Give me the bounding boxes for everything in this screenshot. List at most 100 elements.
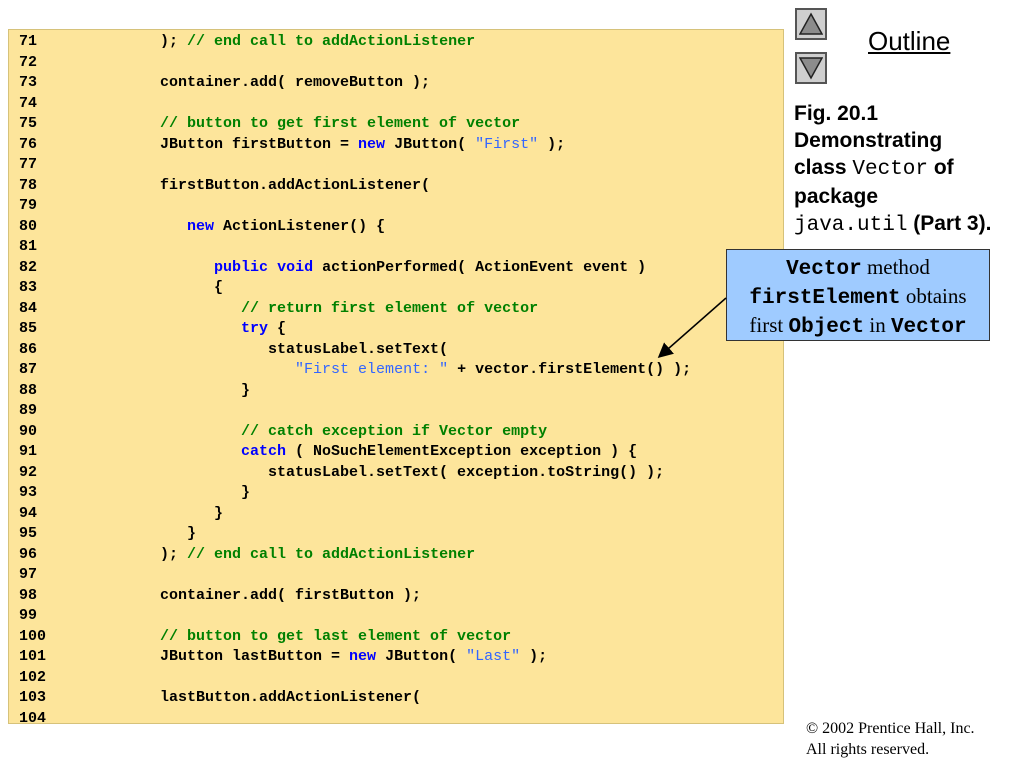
line-number: 95 bbox=[19, 525, 38, 542]
code-token-keyword: void bbox=[277, 258, 314, 276]
code-token-comment: // end call to addActionListener bbox=[187, 545, 476, 563]
code-token-comment: // button to get first element of vector bbox=[79, 115, 521, 132]
code-line: 83 { bbox=[9, 278, 783, 299]
line-number: 72 bbox=[19, 53, 38, 71]
line-number: 102 bbox=[19, 668, 47, 686]
code-token-plain bbox=[268, 259, 277, 276]
code-line: 76 JButton firstButton = new JButton( "F… bbox=[9, 135, 783, 156]
code-token-plain bbox=[79, 443, 241, 460]
code-token-plain: ); bbox=[79, 33, 188, 50]
code-line: 96 ); // end call to addActionListener bbox=[9, 545, 783, 566]
callout-line: firstElement obtains bbox=[727, 283, 989, 312]
code-token-keyword: try bbox=[241, 320, 269, 337]
code-token-plain: JButton firstButton = bbox=[79, 135, 359, 153]
triangle-up-icon bbox=[799, 12, 823, 35]
line-number: 99 bbox=[19, 607, 38, 624]
code-text: // button to get last element of vector bbox=[79, 627, 511, 648]
code-text: catch ( NoSuchElementException exception… bbox=[79, 442, 637, 463]
next-slide-button[interactable] bbox=[795, 52, 827, 84]
code-line: 80 new ActionListener() { bbox=[9, 217, 783, 238]
code-token-plain: } bbox=[79, 504, 224, 522]
code-line: 82 public void actionPerformed( ActionEv… bbox=[9, 258, 783, 279]
code-token-keyword: catch bbox=[241, 443, 287, 460]
code-line: 73 container.add( removeButton ); bbox=[9, 73, 783, 94]
line-number: 80 bbox=[19, 217, 38, 235]
code-token-comment: // catch exception if Vector empty bbox=[79, 422, 548, 440]
code-text: container.add( removeButton ); bbox=[79, 73, 430, 94]
code-token-plain: ActionListener() { bbox=[214, 217, 386, 235]
line-number: 86 bbox=[19, 340, 38, 358]
callout-line: Vector method bbox=[727, 254, 989, 283]
callout-code: Object bbox=[788, 316, 865, 339]
line-number: 81 bbox=[19, 238, 38, 255]
code-token-plain: ); bbox=[520, 648, 548, 665]
code-line: 81 bbox=[9, 237, 783, 258]
code-token-plain: JButton( bbox=[385, 135, 476, 153]
copyright-line: © 2002 Prentice Hall, Inc. bbox=[806, 720, 975, 737]
line-number: 78 bbox=[19, 176, 38, 194]
caption-line: package bbox=[794, 185, 879, 208]
code-token-keyword: public bbox=[214, 258, 269, 276]
callout-box: Vector method firstElement obtains first… bbox=[726, 249, 990, 341]
figure-caption: Fig. 20.1 Demonstrating class Vector of … bbox=[794, 100, 1019, 239]
code-text: public void actionPerformed( ActionEvent… bbox=[79, 258, 646, 279]
code-token-plain: { bbox=[268, 320, 287, 337]
caption-code: java.util bbox=[794, 214, 908, 237]
code-text: firstButton.addActionListener( bbox=[79, 176, 430, 197]
line-number: 73 bbox=[19, 74, 38, 91]
callout-text: first bbox=[749, 313, 789, 337]
code-line: 101 JButton lastButton = new JButton( "L… bbox=[9, 647, 783, 668]
code-text: JButton firstButton = new JButton( "Firs… bbox=[79, 135, 565, 156]
code-text: container.add( firstButton ); bbox=[79, 586, 421, 607]
code-line: 103 lastButton.addActionListener( bbox=[9, 688, 783, 709]
line-number: 84 bbox=[19, 299, 38, 317]
callout-code: Vector bbox=[890, 316, 967, 339]
code-line: 78 firstButton.addActionListener( bbox=[9, 176, 783, 197]
code-text: } bbox=[79, 483, 250, 504]
code-line: 85 try { bbox=[9, 319, 783, 340]
copyright-line: All rights reserved. bbox=[806, 741, 930, 758]
code-text: // button to get first element of vector bbox=[79, 114, 520, 135]
code-line: 97 bbox=[9, 565, 783, 586]
caption-text: of bbox=[928, 156, 954, 179]
code-line: 89 bbox=[9, 401, 783, 422]
code-text: lastButton.addActionListener( bbox=[79, 688, 421, 709]
code-line: 77 bbox=[9, 155, 783, 176]
line-number: 93 bbox=[19, 484, 38, 501]
code-token-plain: lastButton.addActionListener( bbox=[79, 689, 422, 706]
line-number: 88 bbox=[19, 381, 38, 399]
line-number: 77 bbox=[19, 156, 38, 173]
line-number: 91 bbox=[19, 443, 38, 460]
line-number: 98 bbox=[19, 586, 38, 604]
line-number: 71 bbox=[19, 33, 38, 50]
line-number: 76 bbox=[19, 135, 38, 153]
code-text: JButton lastButton = new JButton( "Last"… bbox=[79, 647, 547, 668]
code-line: 74 bbox=[9, 94, 783, 115]
code-token-plain: actionPerformed( ActionEvent event ) bbox=[313, 258, 647, 276]
code-token-plain: container.add( firstButton ); bbox=[79, 586, 422, 604]
code-text: } bbox=[79, 504, 223, 525]
code-line: 88 } bbox=[9, 381, 783, 402]
code-line: 72 bbox=[9, 53, 783, 74]
code-text: statusLabel.setText( exception.toString(… bbox=[79, 463, 664, 484]
callout-text: method bbox=[861, 255, 930, 279]
code-line: 71 ); // end call to addActionListener bbox=[9, 32, 783, 53]
callout-text: in bbox=[864, 313, 891, 337]
line-number: 104 bbox=[19, 709, 47, 727]
line-number: 79 bbox=[19, 197, 38, 214]
callout-text: obtains bbox=[900, 284, 967, 308]
code-text: statusLabel.setText( bbox=[79, 340, 448, 361]
code-text: "First element: " + vector.firstElement(… bbox=[79, 360, 691, 381]
code-line: 79 bbox=[9, 196, 783, 217]
outline-link[interactable]: Outline bbox=[868, 26, 951, 56]
previous-slide-button[interactable] bbox=[795, 8, 827, 40]
code-token-plain: firstButton.addActionListener( bbox=[79, 176, 431, 194]
caption-code: Vector bbox=[852, 158, 929, 181]
code-text: { bbox=[79, 278, 223, 299]
line-number: 89 bbox=[19, 402, 38, 419]
code-token-string: "First" bbox=[475, 135, 539, 153]
line-number: 101 bbox=[19, 648, 47, 665]
code-token-keyword: new bbox=[187, 217, 215, 235]
code-token-plain: ); bbox=[79, 545, 188, 563]
